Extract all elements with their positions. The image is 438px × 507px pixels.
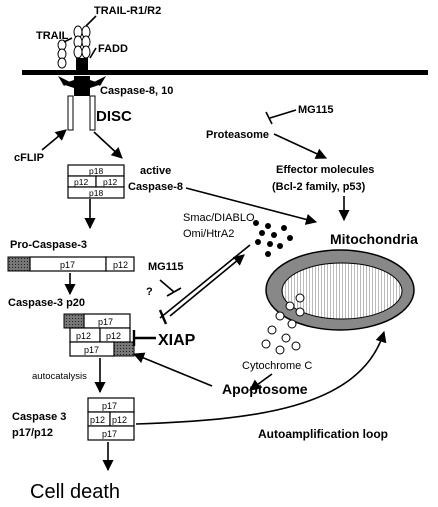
caspase-3-line1-label: Caspase 3 xyxy=(12,411,66,423)
disc-label: DISC xyxy=(96,108,132,125)
apoptosome-label: Apoptosome xyxy=(222,381,308,397)
cflip-arrow xyxy=(41,129,67,151)
xiap-label: XIAP xyxy=(158,332,196,349)
trail-label: TRAIL xyxy=(36,30,69,42)
cell-death-label: Cell death xyxy=(30,481,120,503)
cytochrome-c-particles xyxy=(261,293,305,355)
disc-to-caspase8-arrow xyxy=(93,131,123,159)
smac-label: Smac/DIABLO xyxy=(183,212,255,224)
p20-p12-left: p12 xyxy=(76,331,91,341)
cytochrome-c-label: Cytochrome C xyxy=(242,360,312,372)
p12-subunit-right: p12 xyxy=(103,177,117,187)
cflip-label: cFLIP xyxy=(14,152,44,164)
pro-caspase-3-bar xyxy=(7,256,135,272)
smac-inhibit-xiap-line-b xyxy=(169,254,245,317)
cell-membrane xyxy=(22,70,428,75)
mg115-top-label: MG115 xyxy=(298,104,333,116)
mg115-mid-inhibit-bar xyxy=(166,287,182,297)
mg115-mid-inhibit xyxy=(159,279,175,293)
caspase-3-p20-label: Caspase-3 p20 xyxy=(8,297,85,309)
proteasome-arrow xyxy=(273,133,328,159)
autocatalysis-label: autocatalysis xyxy=(32,371,87,382)
mg115-inhibit-bar xyxy=(265,111,273,125)
p20-p17-bottom: p17 xyxy=(84,345,99,355)
smac-inhibit-bar xyxy=(158,309,168,325)
smac-inhibit-xiap-line-a xyxy=(159,244,251,319)
p12-subunit-left: p12 xyxy=(74,177,88,187)
autoamplification-label: Autoamplification loop xyxy=(258,427,388,441)
mitochondria-label: Mitochondria xyxy=(330,231,418,247)
trail-receptor xyxy=(73,25,91,74)
trail-receptor-label: TRAIL-R1/R2 xyxy=(94,5,161,17)
trail-pointer xyxy=(63,37,73,43)
question-mark: ? xyxy=(146,286,153,298)
smac-omi-particles xyxy=(253,220,293,257)
fadd-label: FADD xyxy=(98,43,128,55)
apoptosome-to-caspase3-arrow xyxy=(132,352,213,387)
trail-ligand xyxy=(57,39,67,69)
p18-subunit-bottom: p18 xyxy=(89,188,103,198)
caspase-8-label: Caspase-8 xyxy=(128,181,183,193)
effector-molecules-label: Effector molecules xyxy=(276,164,374,176)
caspase8-to-mito-arrow xyxy=(185,187,318,225)
p20-p17-top: p17 xyxy=(98,317,113,327)
p20-p12-right: p12 xyxy=(106,331,121,341)
active-label: active xyxy=(140,165,171,177)
caspase-3-line2-label: p17/p12 xyxy=(12,427,53,439)
caspase-8-10-label: Caspase-8, 10 xyxy=(100,85,173,97)
active-caspase-8-complex xyxy=(67,164,125,199)
active-c3-p12-right: p12 xyxy=(112,415,127,425)
p18-subunit-top: p18 xyxy=(89,166,103,176)
omi-label: Omi/HtrA2 xyxy=(183,228,234,240)
pro-caspase-3-label: Pro-Caspase-3 xyxy=(10,239,87,251)
disc-complex xyxy=(58,76,106,131)
caspase-3-p20-complex xyxy=(63,313,135,357)
autoamplification-loop-arrow xyxy=(135,330,387,425)
receptor-pointer xyxy=(85,15,97,27)
pro-caspase-3-p17: p17 xyxy=(60,260,75,270)
pro-caspase-3-p12: p12 xyxy=(113,260,128,270)
mg115-mid-label: MG115 xyxy=(148,261,183,273)
caspase-3-active-complex xyxy=(87,397,135,441)
proteasome-label: Proteasome xyxy=(206,129,269,141)
mitochondrion xyxy=(265,249,415,331)
cytc-to-apoptosome-arrow xyxy=(249,373,273,391)
active-c3-p17-bottom: p17 xyxy=(102,429,117,439)
mg115-inhibit-proteasome xyxy=(269,109,297,119)
active-c3-p12-left: p12 xyxy=(90,415,105,425)
effector-examples-label: (Bcl-2 family, p53) xyxy=(272,181,366,193)
active-c3-p17-top: p17 xyxy=(102,401,117,411)
fadd-pointer xyxy=(89,47,97,59)
